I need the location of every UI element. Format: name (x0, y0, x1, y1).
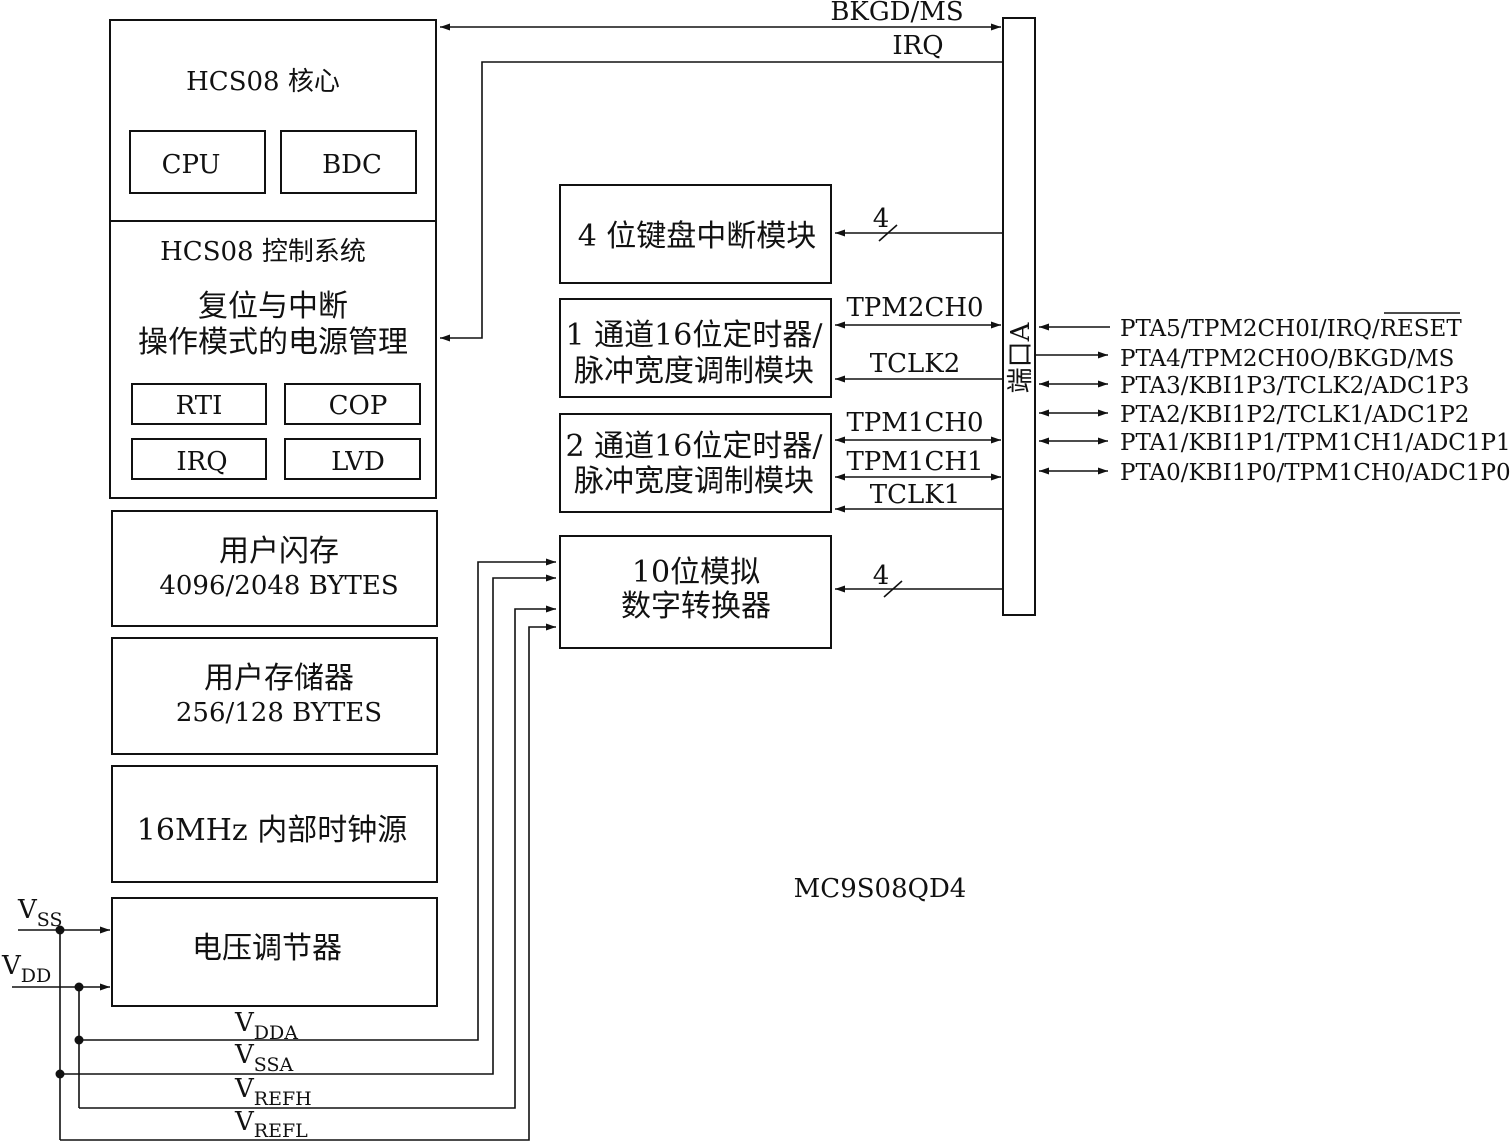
regulator-box (111, 897, 438, 1007)
vdda-label: VDDA (234, 1008, 298, 1044)
control-title: HCS08 控制系统 (160, 237, 366, 267)
adc-bus-slash (883, 580, 903, 598)
rti-label: RTI (176, 391, 223, 421)
port-a-bar (1002, 17, 1036, 616)
tpm2-box (559, 298, 832, 398)
flash-size: 4096/2048 BYTES (159, 571, 398, 601)
core-title: HCS08 核心 (186, 67, 340, 97)
vdd-junction-2 (74, 1035, 84, 1045)
ram-size: 256/128 BYTES (176, 698, 382, 728)
tpm1ch1-label: TPM1CH1 (846, 447, 983, 477)
vss-junction-2 (55, 1069, 65, 1079)
adc-bus-width: 4 (873, 561, 890, 591)
chip-name: MC9S08QD4 (794, 874, 967, 904)
adc-line2: 数字转换器 (621, 589, 771, 624)
vssa-wire (60, 574, 556, 1075)
lvd-label: LVD (331, 447, 385, 477)
vdd-junction-1 (74, 982, 84, 992)
tpm1ch0-label: TPM1CH0 (846, 408, 983, 438)
bkgd-ms-label: BKGD/MS (830, 0, 963, 27)
cpu-label: CPU (162, 150, 221, 180)
pta2-label: PTA2/KBI1P2/TCLK1/ADC1P2 (1120, 402, 1469, 428)
tpm1-box (559, 413, 832, 513)
kbi-bus-width: 4 (873, 204, 890, 234)
vdd-label: VDD (1, 951, 51, 987)
rti-box (131, 383, 267, 425)
pta0-label: PTA0/KBI1P0/TPM1CH0/ADC1P0 (1120, 460, 1510, 486)
clock-label: 16MHz 内部时钟源 (137, 813, 407, 848)
cop-box (284, 383, 421, 425)
pta4-label: PTA4/TPM2CH0O/BKGD/MS (1120, 346, 1454, 372)
flash-title: 用户闪存 (219, 534, 339, 569)
port-a-label: 端口A (1006, 321, 1036, 393)
pta1-label: PTA1/KBI1P1/TPM1CH1/ADC1P1 (1120, 430, 1510, 456)
vrefh-label: VREFH (234, 1074, 312, 1110)
irq-label: IRQ (176, 447, 227, 477)
tclk1-label: TCLK1 (870, 480, 960, 510)
vss-junction-1 (55, 925, 65, 935)
tclk2-label: TCLK2 (870, 349, 960, 379)
ram-box (111, 637, 438, 755)
ram-title: 用户存储器 (204, 661, 354, 696)
tpm2-line1: 1 通道16位定时器/ (566, 318, 824, 353)
lvd-box (284, 438, 421, 480)
vdda-wire (79, 558, 556, 1041)
irq-box (131, 438, 267, 480)
tpm1-line2: 脉冲宽度调制模块 (574, 464, 814, 499)
kbi-bus-slash (878, 224, 898, 242)
control-reset-interrupt: 复位与中断 (198, 289, 348, 324)
pta5-reset-label: RESET (1380, 316, 1463, 342)
cop-label: COP (329, 391, 388, 421)
tpm1-line1: 2 通道16位定时器/ (566, 429, 824, 464)
irq-line (440, 61, 1003, 342)
flash-box (111, 510, 438, 627)
control-power-mode: 操作模式的电源管理 (138, 325, 408, 360)
regulator-label: 电压调节器 (192, 931, 342, 966)
adc-line1: 10位模拟 (632, 555, 760, 590)
vssa-label: VSSA (234, 1040, 293, 1076)
vss-label: VSS (17, 895, 62, 931)
irq-signal-label: IRQ (892, 31, 943, 61)
pta3-label: PTA3/KBI1P3/TCLK2/ADC1P3 (1120, 373, 1469, 399)
vrefh-wire (79, 605, 556, 1109)
kbi-label: 4 位键盘中断模块 (578, 219, 817, 254)
adc-box (559, 535, 832, 649)
vrefl-wire (60, 623, 556, 1141)
pta5-label: PTA5/TPM2CH0I/IRQ/RESET (1120, 316, 1462, 342)
tpm2-line2: 脉冲宽度调制模块 (574, 354, 814, 389)
clock-box (111, 765, 438, 883)
bdc-box (280, 130, 417, 194)
kbi-box (559, 184, 832, 284)
tpm2ch0-label: TPM2CH0 (846, 293, 983, 323)
cpu-box (129, 130, 266, 194)
bdc-label: BDC (322, 150, 382, 180)
vrefl-label: VREFL (234, 1107, 308, 1142)
